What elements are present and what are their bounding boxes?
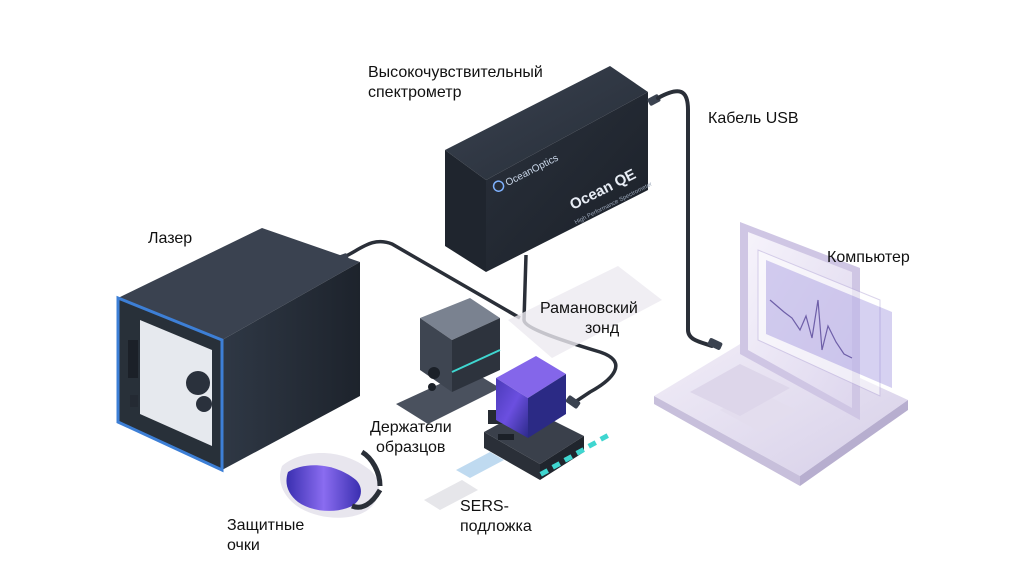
label-sers-substrate-line2: подложка <box>460 518 532 535</box>
label-laser: Лазер <box>148 229 192 249</box>
screen-spectrum-plot <box>769 299 853 359</box>
label-usb-cable-text: Кабель USB <box>708 110 799 127</box>
sample-holder-cuvette <box>396 298 501 424</box>
label-sers-substrate-line1: SERS- <box>460 498 509 515</box>
label-raman-probe-line1: Рамановский <box>540 300 638 317</box>
label-usb-cable: Кабель USB <box>708 109 799 129</box>
sample-holder-sers <box>424 356 609 510</box>
label-raman-probe-line2: зонд <box>585 320 620 337</box>
label-sample-holders: Держатели образцов <box>370 418 452 458</box>
label-goggles-line2: очки <box>227 537 260 554</box>
label-computer-text: Компьютер <box>827 249 910 266</box>
safety-goggles <box>280 449 383 518</box>
sers-substrate-strip <box>539 433 609 477</box>
label-goggles: Защитные очки <box>227 516 304 556</box>
label-sample-holders-line1: Держатели <box>370 419 452 436</box>
label-sers-substrate: SERS- подложка <box>460 497 532 537</box>
laptop-computer <box>654 222 908 486</box>
label-sample-holders-line2: образцов <box>376 439 446 456</box>
label-spectrometer-line1: Высокочувствительный <box>368 64 543 81</box>
label-raman-probe: Рамановский зонд <box>540 299 638 339</box>
laser-unit <box>116 228 360 473</box>
label-spectrometer-line2: спектрометр <box>368 84 462 101</box>
label-spectrometer: Высокочувствительный спектрометр <box>368 63 543 103</box>
label-laser-text: Лазер <box>148 230 193 247</box>
usb-cable <box>647 89 723 350</box>
label-goggles-line1: Защитные <box>227 517 305 534</box>
label-computer: Компьютер <box>827 248 910 268</box>
